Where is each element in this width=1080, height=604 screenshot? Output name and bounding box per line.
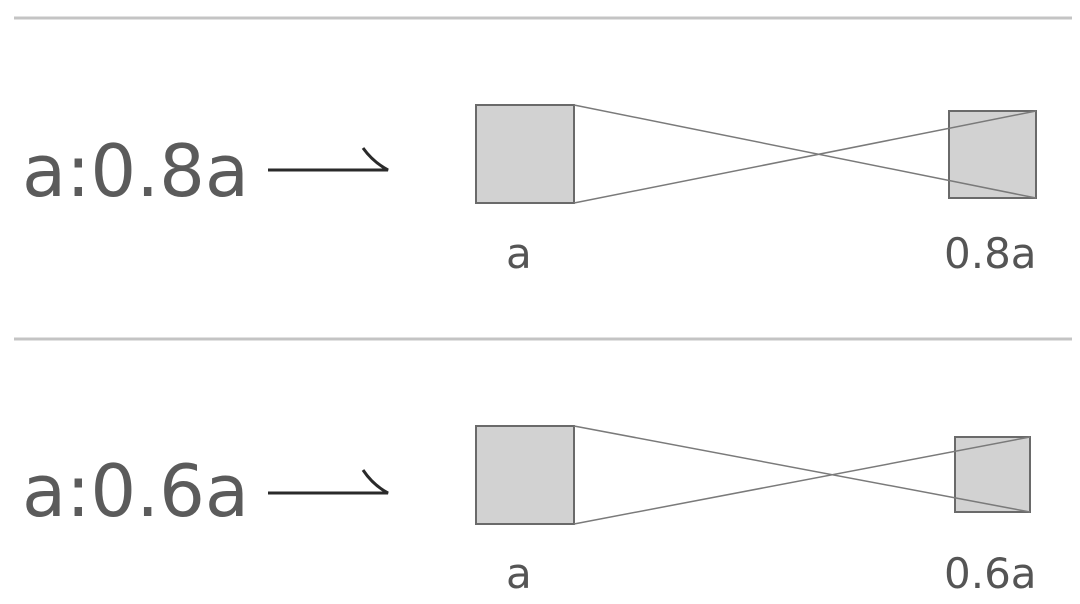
projection-ray-2a <box>573 425 1031 513</box>
scaled-size-label-2: 0.6a <box>944 549 1037 598</box>
projection-ray-1a <box>573 104 1037 199</box>
original-size-label-1: a <box>506 229 532 278</box>
ratio-label-1: a:0.8a <box>22 129 249 213</box>
ratio-row-1: a:0.8a a 0.8a <box>14 16 1072 278</box>
original-square-1 <box>475 104 575 204</box>
scaled-square-1 <box>948 110 1037 199</box>
original-size-label-2: a <box>506 549 532 598</box>
projection-ray-2b <box>573 436 1031 525</box>
scaled-size-label-1: 0.8a <box>944 229 1037 278</box>
original-square-2 <box>475 425 575 525</box>
projection-ray-1b <box>573 110 1037 204</box>
ratio-label-2: a:0.6a <box>22 449 249 533</box>
ratio-row-2: a:0.6a a 0.6a <box>22 425 1037 598</box>
arrow-2 <box>268 469 389 495</box>
scaled-square-2 <box>954 436 1031 513</box>
arrow-1 <box>268 147 389 172</box>
